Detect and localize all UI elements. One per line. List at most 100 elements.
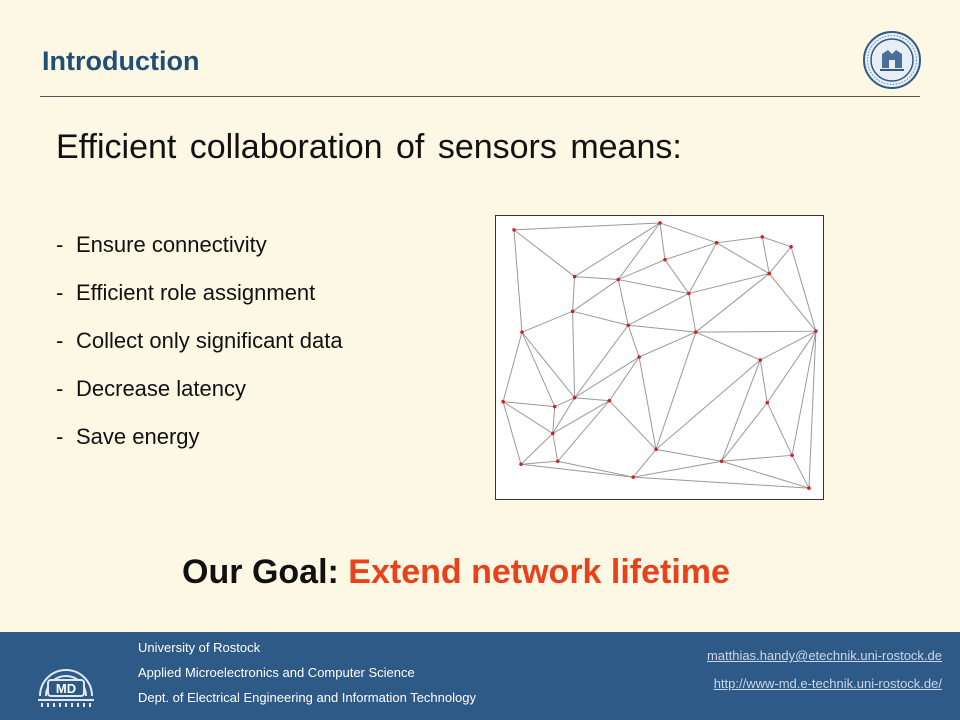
bullet-item: -Save energy xyxy=(56,420,343,468)
sensor-node xyxy=(555,459,560,464)
sensor-node xyxy=(765,400,770,405)
network-edge xyxy=(790,246,817,332)
network-edge xyxy=(688,273,770,294)
network-edge xyxy=(627,293,690,326)
sensor-node xyxy=(570,309,575,314)
sensor-node xyxy=(693,330,698,334)
sensor-node xyxy=(807,486,811,490)
network-edge xyxy=(791,455,810,489)
goal-prefix: Our Goal: xyxy=(182,553,339,591)
network-edge xyxy=(557,460,634,478)
bullet-marker: - xyxy=(56,280,64,305)
slide-title: Introduction xyxy=(42,46,200,76)
sensor-node xyxy=(760,235,765,239)
network-edge xyxy=(574,356,640,399)
bullet-marker: - xyxy=(56,328,64,353)
network-edge xyxy=(766,402,793,456)
network-edge xyxy=(520,460,558,465)
network-edge xyxy=(521,310,573,333)
website-link[interactable]: http://www-md.e-technik.uni-rostock.de/ xyxy=(713,676,942,691)
bullet-text: Collect only significant data xyxy=(76,328,343,353)
title-divider xyxy=(40,96,920,97)
bullet-item: -Decrease latency xyxy=(56,372,343,420)
network-edge xyxy=(572,311,576,398)
network-edge xyxy=(572,276,576,312)
network-edge xyxy=(659,222,666,260)
network-edge xyxy=(572,310,629,326)
network-edge xyxy=(608,356,640,401)
bullet-text: Ensure connectivity xyxy=(76,232,267,257)
sensor-node xyxy=(631,475,635,479)
network-edge xyxy=(716,242,770,275)
network-edge xyxy=(574,222,661,277)
bullet-item: -Efficient role assignment xyxy=(56,276,343,324)
bullet-text: Save energy xyxy=(76,424,200,449)
network-edge xyxy=(721,359,761,462)
network-edge xyxy=(664,259,690,294)
network-edge xyxy=(618,279,689,294)
network-edge xyxy=(552,406,556,434)
network-edge xyxy=(617,279,629,326)
network-edge xyxy=(655,359,761,450)
footer-department: Dept. of Electrical Engineering and Info… xyxy=(138,690,476,705)
bullet-marker: - xyxy=(56,424,64,449)
network-edge xyxy=(514,222,661,231)
university-seal-icon xyxy=(863,31,921,89)
network-edge xyxy=(688,293,697,333)
network-edge xyxy=(521,331,556,407)
network-edge xyxy=(628,324,696,333)
network-edge xyxy=(554,397,575,408)
bullet-text: Decrease latency xyxy=(76,376,246,401)
sensor-node xyxy=(758,358,763,362)
sensor-node xyxy=(626,323,631,328)
sensor-node xyxy=(572,395,577,400)
sensor-network-graph xyxy=(495,215,824,500)
network-edge xyxy=(520,433,554,465)
sensor-node xyxy=(552,404,557,409)
sensor-node xyxy=(714,241,719,245)
network-edge xyxy=(633,460,722,478)
network-edge xyxy=(513,229,575,277)
network-edge xyxy=(716,236,763,244)
network-edge xyxy=(762,236,792,248)
network-edge xyxy=(664,242,717,261)
network-edge xyxy=(502,401,554,434)
network-edge xyxy=(655,332,697,450)
bullet-marker: - xyxy=(56,232,64,257)
network-edge xyxy=(768,273,817,332)
network-edge xyxy=(557,400,610,462)
sensor-node xyxy=(512,228,516,232)
sensor-node xyxy=(790,453,794,458)
email-link[interactable]: matthias.handy@etechnik.uni-rostock.de xyxy=(706,648,942,663)
network-edge xyxy=(552,400,610,434)
md-logo-text: MD xyxy=(56,681,76,696)
sensor-node xyxy=(637,355,641,359)
network-edge xyxy=(503,401,555,408)
bullet-text: Efficient role assignment xyxy=(76,280,316,305)
bullet-item: -Collect only significant data xyxy=(56,324,343,372)
network-edge xyxy=(632,449,657,478)
network-edge xyxy=(638,331,696,358)
network-edge xyxy=(761,236,770,274)
network-edge xyxy=(608,400,657,450)
sensor-node xyxy=(572,274,577,279)
sensor-node xyxy=(520,330,524,334)
network-edge xyxy=(760,330,817,361)
network-edge xyxy=(659,222,717,244)
network-edge xyxy=(766,330,817,403)
footer-links: matthias.handy@etechnik.uni-rostock.de h… xyxy=(707,646,942,702)
sensor-node xyxy=(501,399,505,404)
sensor-node xyxy=(789,244,793,249)
footer: MD University of Rostock Applied Microel… xyxy=(0,632,960,720)
sensor-node xyxy=(687,291,691,296)
sensor-node xyxy=(654,447,658,452)
goal-text: Extend network lifetime xyxy=(348,553,730,591)
network-edge xyxy=(552,397,576,434)
sensor-node xyxy=(607,398,612,403)
goal-statement: Our Goal: Extend network lifetime xyxy=(0,553,912,592)
network-edge xyxy=(520,463,634,478)
footer-institute: Applied Microelectronics and Computer Sc… xyxy=(138,665,415,680)
network-edge xyxy=(627,325,640,358)
network-edge xyxy=(695,330,816,333)
sensor-node xyxy=(814,329,818,333)
